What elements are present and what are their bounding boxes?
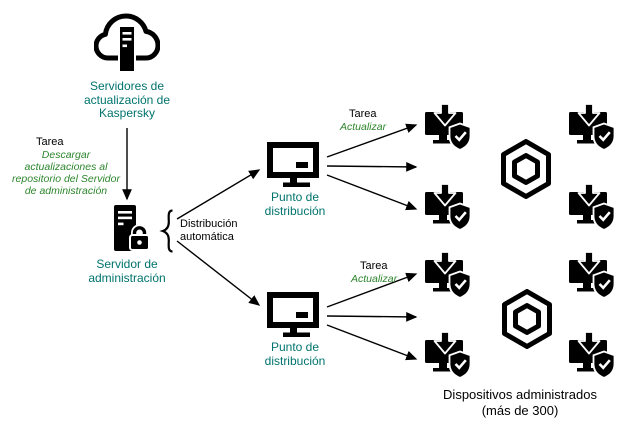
arrow-dp-bottom-3 — [326, 324, 418, 361]
update-task-name-bottom: Actualizar — [351, 273, 398, 285]
download-task-tag: Tarea — [36, 136, 64, 148]
cloud-update-servers-icon — [94, 6, 160, 78]
kaspersky-servers-label: Servidores de actualización de Kaspersky — [83, 79, 171, 120]
admin-server-label: Servidor de administración — [88, 257, 166, 285]
managed-device-icon — [424, 183, 472, 231]
arrow-dp-top-2 — [326, 161, 418, 172]
update-task-tag-top: Tarea — [349, 108, 377, 120]
download-task-name: Descargar actualizaciones al repositorio… — [12, 149, 120, 197]
update-task-name-top: Actualizar — [340, 121, 387, 133]
managed-device-icon — [568, 251, 616, 299]
managed-device-icon — [424, 103, 472, 151]
managed-device-icon — [424, 331, 472, 379]
arrow-admin-to-dp-top — [176, 169, 261, 220]
update-task-tag-bottom: Tarea — [360, 260, 388, 272]
distribution-point-bottom-icon — [266, 291, 320, 339]
arrow-dp-top-3 — [326, 174, 418, 211]
managed-device-icon — [568, 103, 616, 151]
managed-device-icon — [568, 331, 616, 379]
admin-server-icon — [103, 204, 151, 256]
auto-distribution-label: Distribución automática — [180, 218, 238, 243]
curly-brace-icon — [159, 209, 175, 253]
managed-devices-caption: Dispositivos administrados (más de 300) — [443, 387, 597, 418]
hexagon-cluster-icon — [498, 139, 554, 199]
arrow-admin-to-dp-bottom — [176, 240, 261, 306]
distribution-point-top-icon — [266, 141, 320, 189]
hexagon-cluster-icon — [499, 289, 555, 349]
managed-device-icon — [424, 251, 472, 299]
distribution-point-bottom-label: Punto de distribución — [264, 340, 326, 368]
arrow-dp-bottom-2 — [326, 311, 418, 322]
managed-device-icon — [568, 183, 616, 231]
distribution-point-top-label: Punto de distribución — [264, 190, 326, 218]
